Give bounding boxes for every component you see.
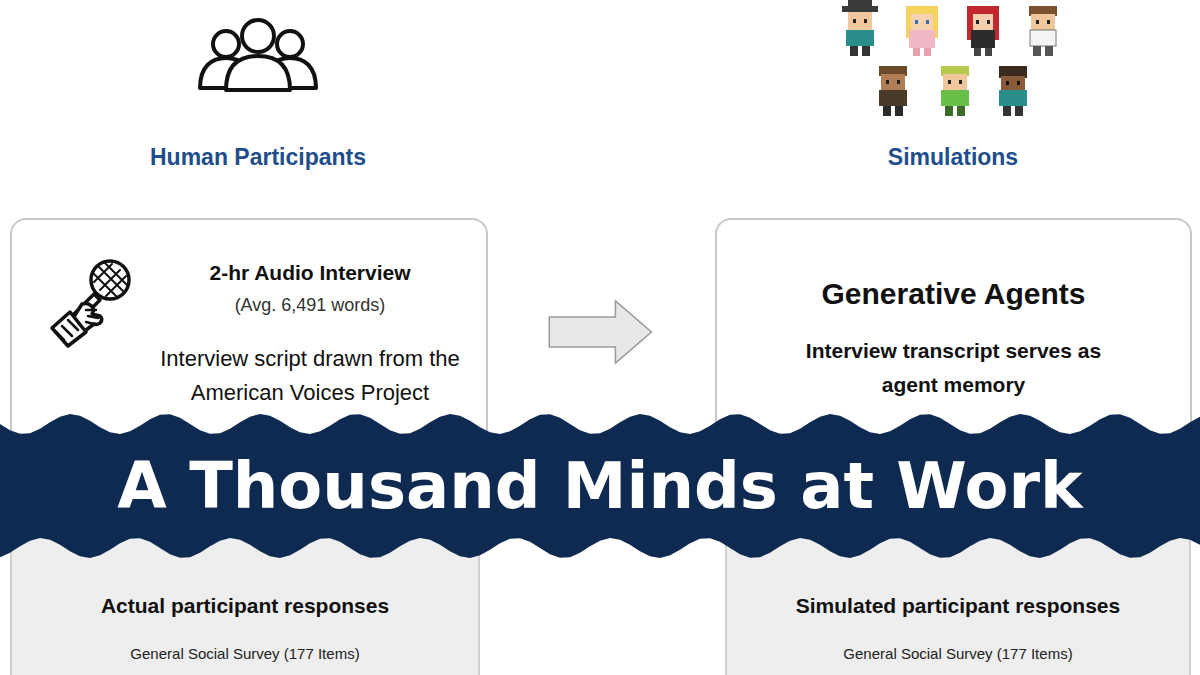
box-heading: Simulated participant responses	[737, 592, 1179, 620]
people-icon	[200, 20, 316, 90]
block-arrow	[549, 301, 651, 363]
box-heading: A Thousand Minds at Work	[10, 448, 1190, 524]
box-heading: Actual participant responses	[22, 592, 468, 620]
title-band: A Thousand Minds at Work	[0, 410, 1200, 562]
box-heading: Generative Agents	[777, 276, 1130, 312]
box-text: General Social Survey (177 Items)	[22, 644, 468, 664]
column-heading: Simulations	[753, 144, 1153, 171]
character-sprites	[842, 0, 1057, 116]
column-heading: Human Participants	[58, 144, 458, 171]
box-heading: 2-hr Audio Interview	[152, 260, 468, 286]
box-text: Interview transcript serves as agent mem…	[777, 334, 1130, 402]
box-text: General Social Survey (177 Items)	[737, 644, 1179, 664]
box-text: (Avg. 6,491 words)	[152, 294, 468, 316]
band-fill	[0, 414, 1200, 558]
microphone-icon	[42, 250, 142, 350]
box-text: Interview script drawn from the American…	[152, 342, 468, 410]
